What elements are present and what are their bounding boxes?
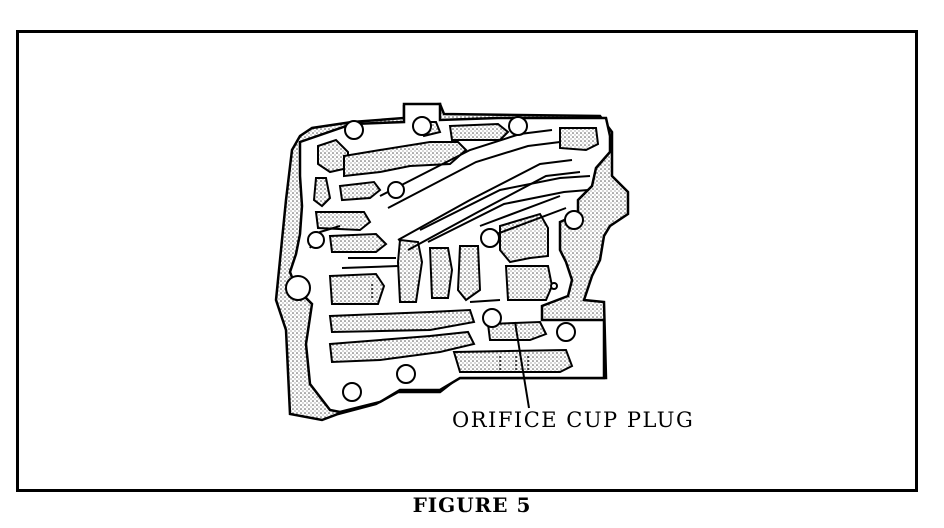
- figure-border: [16, 30, 918, 492]
- diagonal-ribs: [309, 129, 591, 303]
- bolt-holes: [285, 116, 584, 402]
- figure-caption: FIGURE 5: [412, 493, 532, 517]
- plug-detail-marks: [371, 284, 529, 372]
- orifice-cup-plug-label: ORIFICE CUP PLUG: [452, 408, 695, 432]
- callout-leader-line: [514, 321, 530, 409]
- fluid-passages: [312, 121, 600, 373]
